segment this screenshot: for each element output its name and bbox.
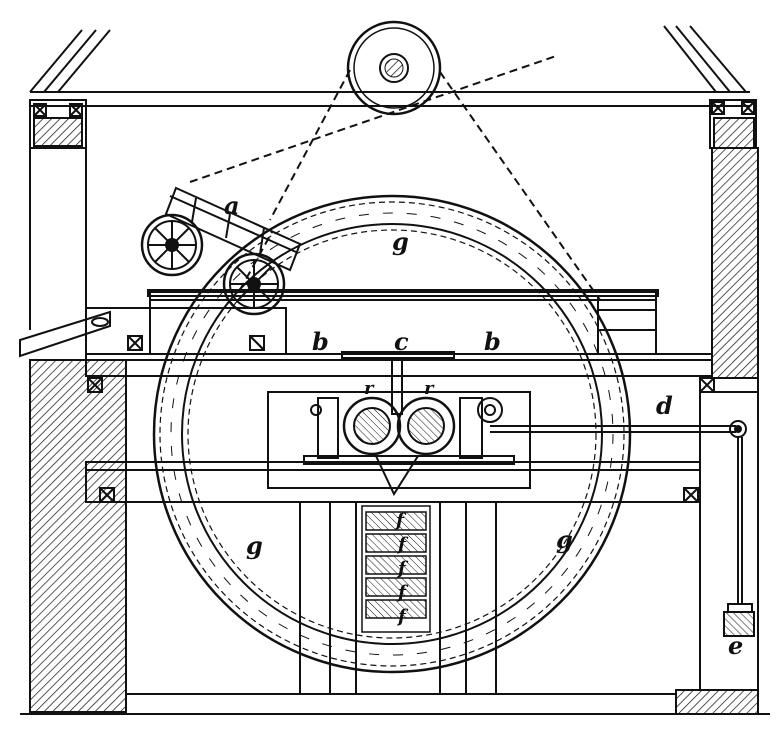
- label-g-right: g: [556, 525, 573, 554]
- label-c: c: [394, 327, 409, 356]
- label-a: a: [224, 191, 240, 220]
- label-r-left: r: [364, 378, 375, 399]
- label-b-left: b: [312, 327, 329, 356]
- label-d: d: [656, 391, 673, 420]
- figure-labels: a b b c d e g g g r r f f f f f: [224, 191, 743, 660]
- crushing-rollers: [303, 351, 515, 497]
- counterweight: [723, 603, 755, 637]
- top-pulley: [346, 20, 442, 116]
- label-g-left: g: [246, 531, 263, 560]
- label-b-right: b: [484, 327, 501, 356]
- tray-stack: [361, 505, 431, 633]
- great-wheel: [152, 194, 632, 674]
- building-frame: [20, 25, 770, 715]
- lever-arm: [490, 420, 747, 604]
- wagon: [140, 186, 302, 316]
- wagon-wheel-rear: [222, 252, 286, 316]
- label-g-top: g: [392, 227, 409, 256]
- floor-beams: [19, 289, 715, 694]
- label-r-right: r: [424, 378, 435, 399]
- label-e: e: [728, 631, 743, 660]
- wagon-wheel-front: [140, 213, 204, 277]
